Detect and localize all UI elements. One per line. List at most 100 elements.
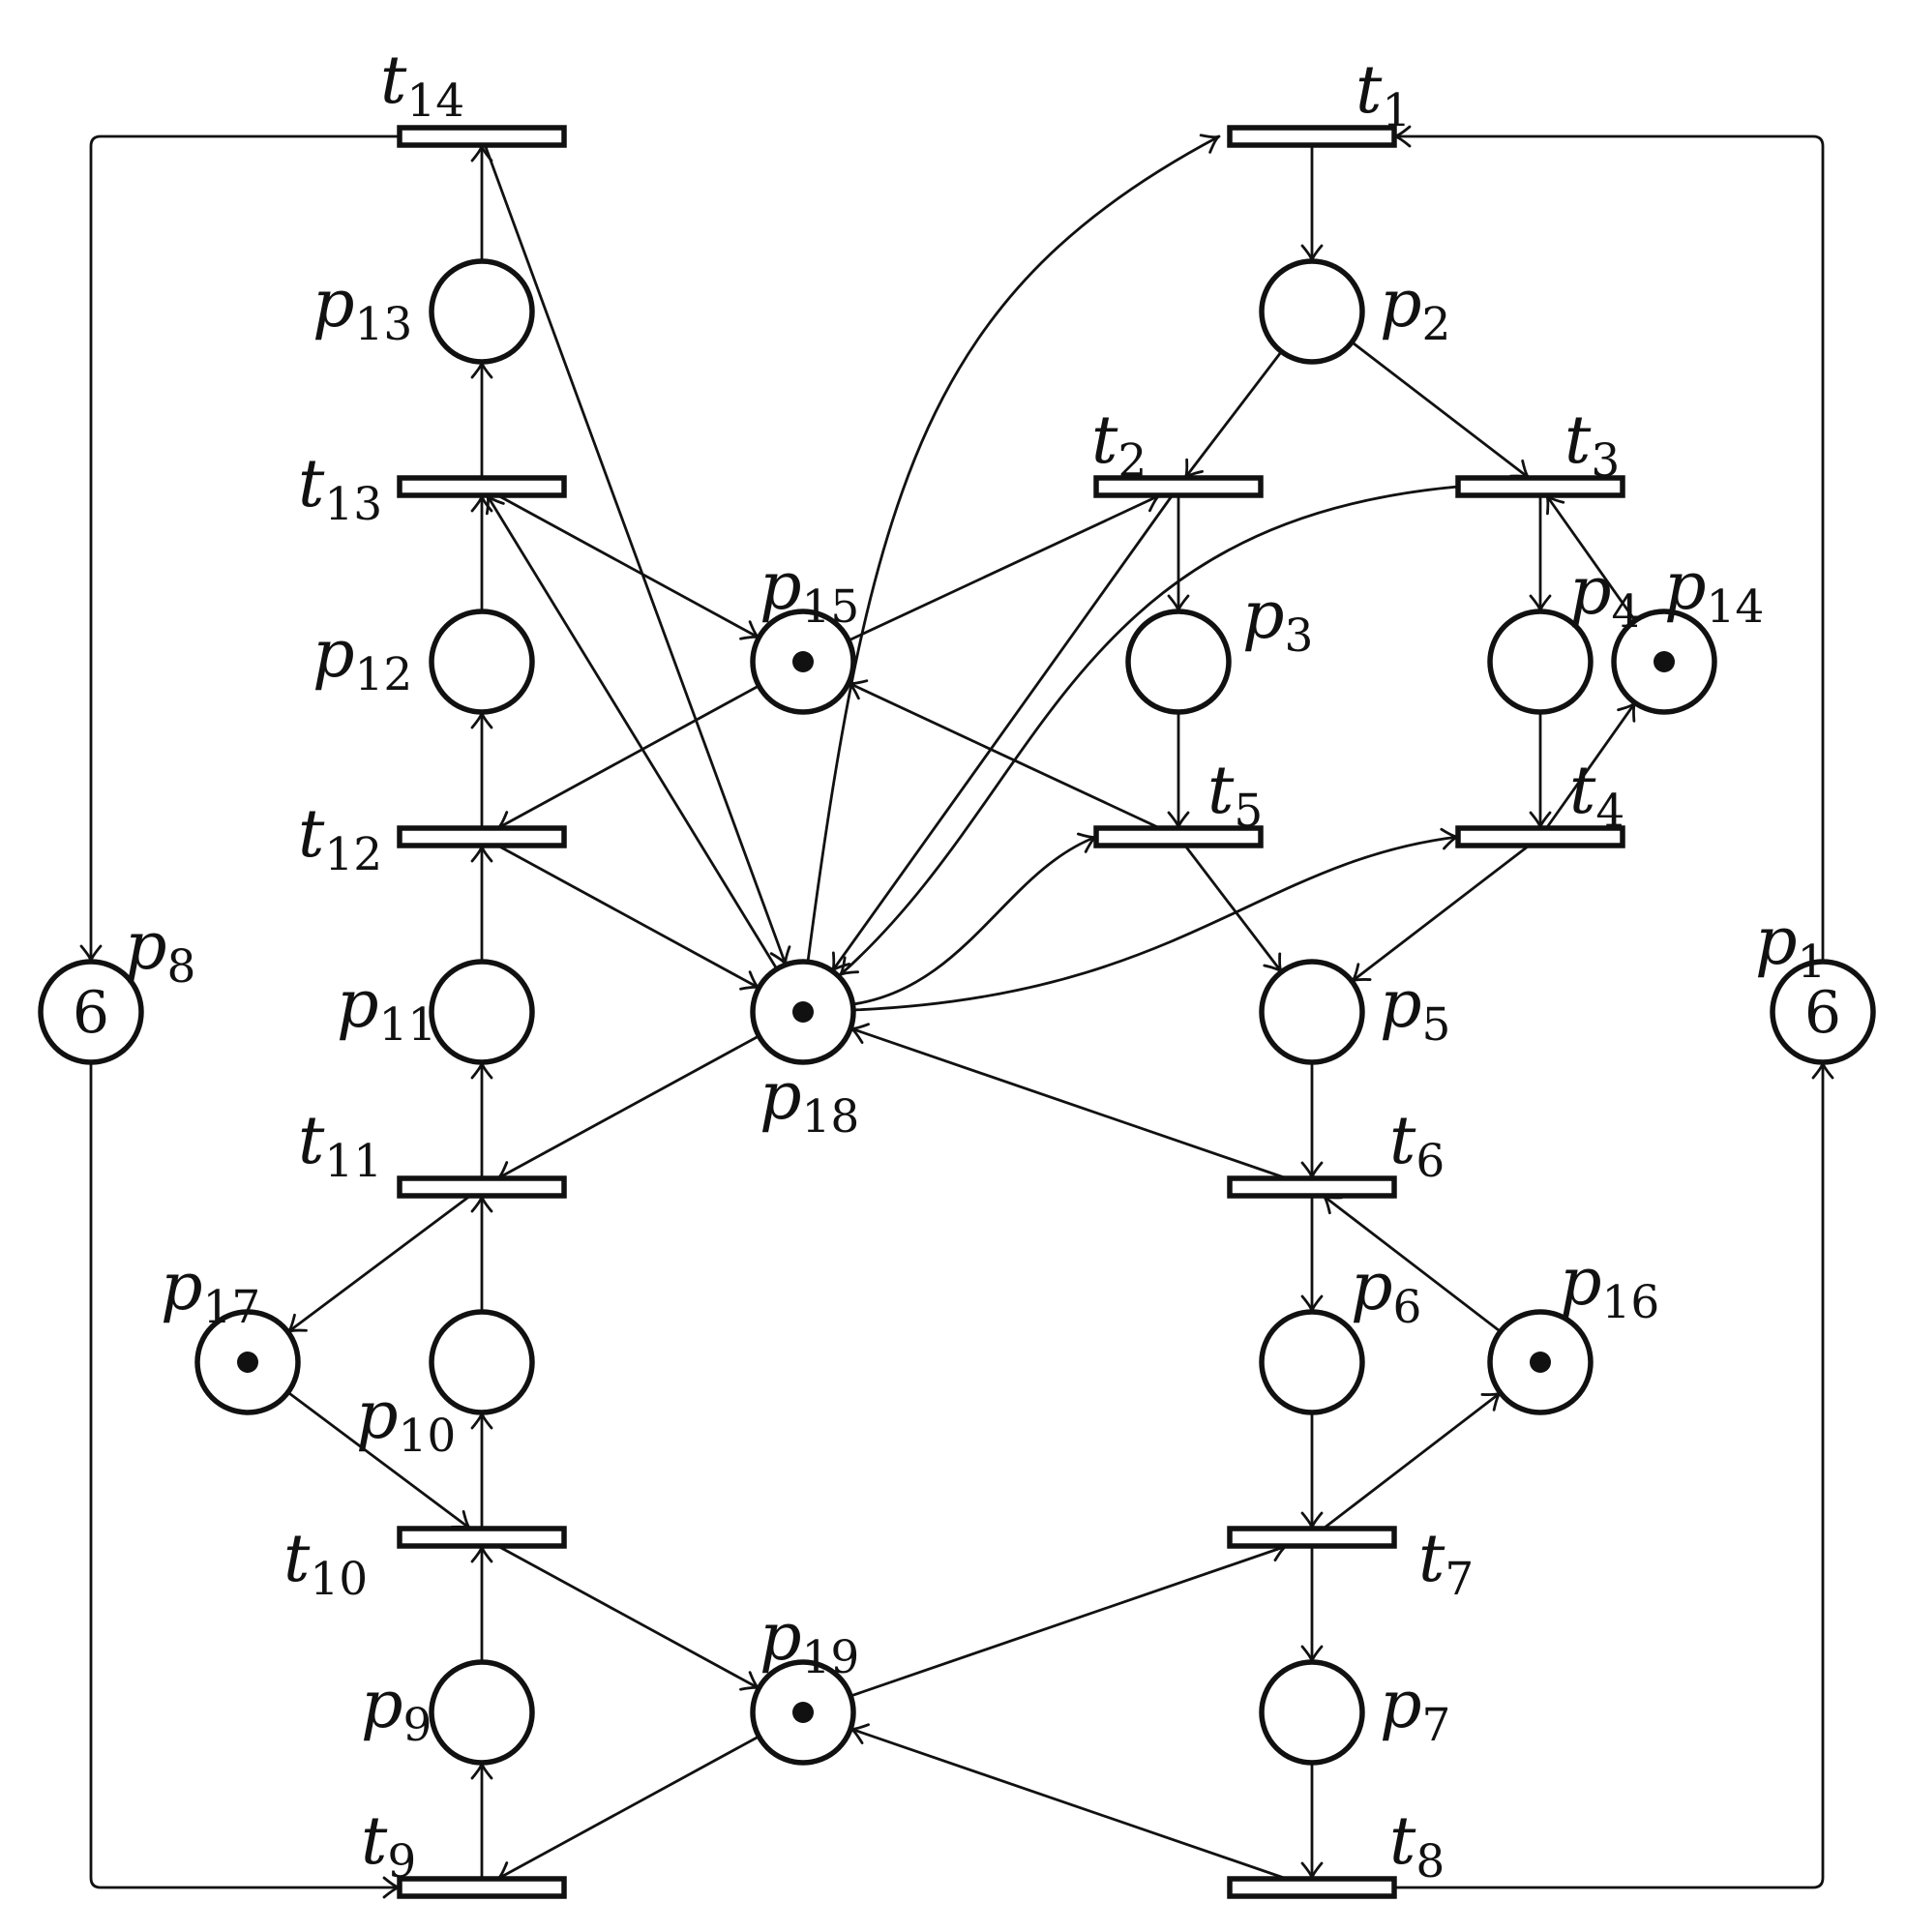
label-index: 1 bbox=[1798, 936, 1827, 989]
label-layer: p1p2p3p4p5p6p7p8p9p10p11p12p13p14p15p16p… bbox=[125, 43, 1826, 1888]
label-index: 3 bbox=[1285, 609, 1314, 663]
transition-bar bbox=[397, 1876, 567, 1899]
arc-line bbox=[839, 485, 1459, 977]
place-p3 bbox=[1125, 609, 1232, 715]
arc-t11-to-p11 bbox=[470, 1060, 493, 1178]
label-index: 17 bbox=[203, 1281, 261, 1334]
transition-bar bbox=[1455, 825, 1625, 848]
token-icon bbox=[792, 1702, 814, 1723]
label-name: t bbox=[1389, 1103, 1416, 1179]
label-name: t bbox=[1389, 1803, 1416, 1880]
place-p7 bbox=[1259, 1659, 1365, 1766]
arc-t6-to-p6 bbox=[1300, 1196, 1324, 1314]
transition-bar bbox=[397, 825, 567, 848]
place-circle bbox=[1125, 609, 1232, 715]
arc-line bbox=[1545, 701, 1637, 829]
label-index: 3 bbox=[1591, 434, 1620, 488]
label-name: t bbox=[1091, 402, 1118, 479]
place-circle bbox=[1259, 258, 1365, 365]
label-index: 10 bbox=[310, 1553, 368, 1606]
arc-line bbox=[496, 844, 760, 990]
label-name: t bbox=[298, 446, 325, 522]
transition-bar bbox=[1227, 1526, 1397, 1549]
arc-line bbox=[848, 681, 1161, 830]
arc-line bbox=[496, 1735, 760, 1881]
place-circle bbox=[429, 609, 535, 715]
transition-label-t10: t10 bbox=[283, 1521, 368, 1606]
transition-label-t13: t13 bbox=[298, 446, 382, 531]
label-name: t bbox=[298, 796, 325, 873]
label-index: 5 bbox=[1422, 998, 1451, 1052]
arc-line bbox=[1545, 494, 1637, 622]
label-index: 6 bbox=[1393, 1281, 1422, 1334]
label-name: t bbox=[380, 43, 407, 119]
place-label-p5: p5 bbox=[1380, 966, 1450, 1052]
arc-line bbox=[1351, 341, 1531, 480]
place-circle bbox=[1259, 1659, 1365, 1766]
arc-p13-to-t14 bbox=[470, 143, 493, 261]
arc-p2-to-t2 bbox=[1183, 350, 1283, 480]
place-label-p13: p13 bbox=[313, 266, 412, 351]
arc-line bbox=[486, 494, 779, 970]
transition-label-t7: t7 bbox=[1418, 1521, 1474, 1606]
label-name: p bbox=[356, 1378, 399, 1454]
transition-label-t3: t3 bbox=[1564, 402, 1620, 488]
place-label-p9: p9 bbox=[361, 1667, 432, 1752]
arc-line bbox=[1322, 1391, 1502, 1531]
transition-label-t12: t12 bbox=[298, 796, 382, 881]
label-name: p bbox=[125, 908, 167, 985]
transition-t2 bbox=[1093, 475, 1264, 498]
token-icon bbox=[1654, 651, 1675, 672]
label-name: t bbox=[298, 1103, 325, 1179]
arc-line bbox=[483, 144, 788, 966]
arc-layer bbox=[79, 125, 1834, 1899]
label-index: 8 bbox=[1415, 1835, 1445, 1888]
place-label-p1: p1 bbox=[1755, 904, 1826, 989]
arc-t13-to-p13 bbox=[470, 360, 493, 478]
label-name: p bbox=[361, 1667, 403, 1743]
place-label-p17: p17 bbox=[161, 1249, 260, 1334]
transition-t12 bbox=[397, 825, 567, 848]
transition-label-t2: t2 bbox=[1091, 402, 1147, 488]
label-index: 5 bbox=[1234, 785, 1263, 838]
node-layer: 66 bbox=[38, 125, 1876, 1899]
place-p2 bbox=[1259, 258, 1365, 365]
label-index: 13 bbox=[355, 298, 413, 351]
place-label-p4: p4 bbox=[1569, 553, 1640, 639]
label-index: 6 bbox=[1415, 1135, 1445, 1188]
arc-line bbox=[496, 1544, 760, 1690]
transition-t4 bbox=[1455, 825, 1625, 848]
transition-label-t8: t8 bbox=[1389, 1803, 1445, 1888]
place-p10 bbox=[429, 1309, 535, 1415]
label-name: p bbox=[1380, 966, 1422, 1043]
transition-t1 bbox=[1227, 125, 1397, 148]
place-circle bbox=[429, 1659, 535, 1766]
transition-bar bbox=[397, 1526, 567, 1549]
label-name: p bbox=[1664, 549, 1707, 625]
transition-bar bbox=[1093, 825, 1264, 848]
transition-label-t14: t14 bbox=[380, 43, 464, 128]
transition-t10 bbox=[397, 1526, 567, 1549]
place-p11 bbox=[429, 959, 535, 1065]
arc-line bbox=[286, 1391, 471, 1531]
transition-t11 bbox=[397, 1175, 567, 1199]
place-label-p3: p3 bbox=[1242, 578, 1313, 663]
label-index: 9 bbox=[387, 1835, 416, 1888]
arc-p18-to-t11 bbox=[496, 1034, 760, 1181]
label-name: t bbox=[361, 1803, 388, 1880]
place-label-p8: p8 bbox=[125, 908, 195, 994]
arc-line bbox=[1322, 1194, 1502, 1333]
label-name: p bbox=[337, 966, 379, 1043]
arc-line bbox=[849, 1026, 1288, 1180]
arc-p6-to-t7 bbox=[1300, 1412, 1324, 1531]
arc-line bbox=[89, 134, 400, 962]
place-circle bbox=[1259, 959, 1365, 1065]
place-p18 bbox=[750, 959, 856, 1065]
label-name: p bbox=[1380, 266, 1422, 342]
transition-label-t6: t6 bbox=[1389, 1103, 1445, 1188]
place-circle bbox=[1770, 959, 1876, 1065]
arc-p11-to-t12 bbox=[470, 844, 493, 962]
label-index: 15 bbox=[802, 580, 860, 634]
place-p8: 6 bbox=[38, 959, 144, 1065]
place-label-p2: p2 bbox=[1380, 266, 1450, 351]
